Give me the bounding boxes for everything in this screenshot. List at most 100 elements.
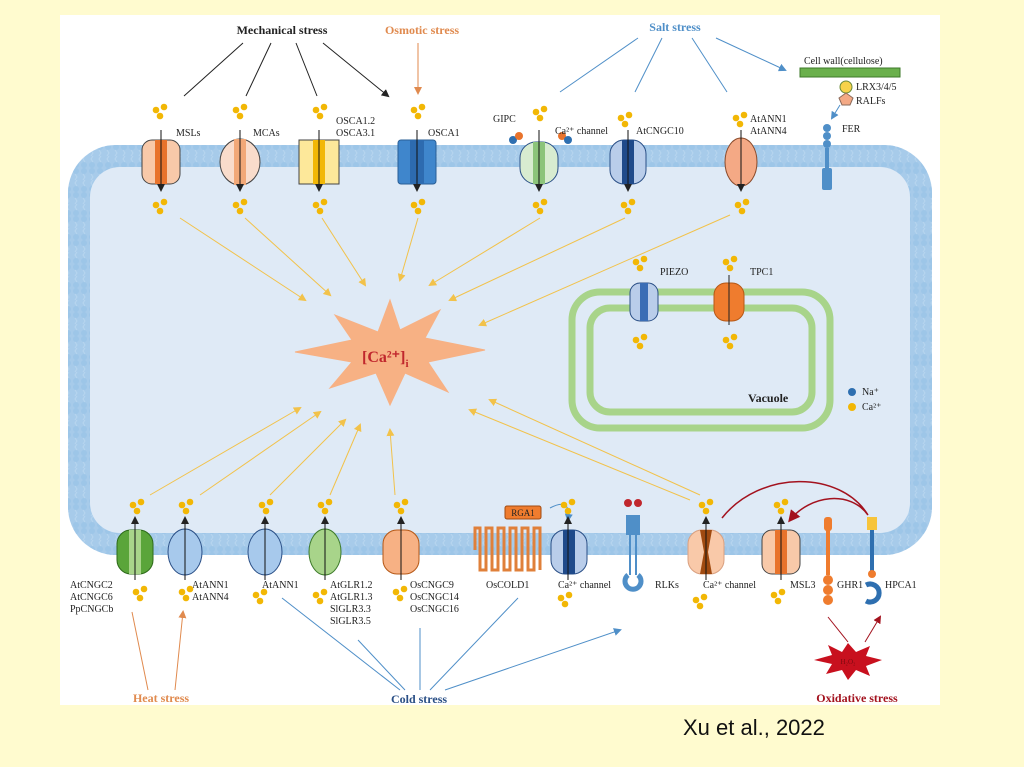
calcium-ion (560, 501, 568, 509)
atglr-channel (308, 516, 342, 580)
calcium-ion (532, 201, 540, 209)
oscngc9-label: OsCNGC9 (410, 580, 454, 591)
fer-receptor (822, 124, 832, 190)
calcium-ion (692, 596, 700, 604)
influx-arrow (179, 217, 307, 302)
calcium-ion (152, 106, 160, 114)
atcngc2-channel (116, 516, 154, 580)
salt-stress-label: Salt stress (649, 20, 701, 34)
vacuole (568, 288, 834, 432)
calcium-ion (186, 498, 194, 506)
calcium-ion (258, 501, 266, 509)
atglr12-label: AtGLR1.2 (330, 580, 373, 591)
influx-arrow (149, 406, 302, 496)
rlks-receptor (622, 499, 644, 592)
heat-stress-label: Heat stress (133, 691, 189, 705)
atann1-cold-channel (247, 516, 283, 580)
calcium-ion (320, 198, 328, 206)
calcium-ion (136, 594, 144, 602)
atcngc10-channel (609, 130, 647, 192)
calcium-ion (410, 201, 418, 209)
calcium-ion (133, 507, 141, 515)
calcium-legend-marker (848, 403, 856, 411)
atann4-top-label: AtANN4 (750, 126, 787, 137)
influx-arrow (244, 217, 332, 297)
sodium-legend-label: Na⁺ (862, 387, 879, 398)
influx-arrow (428, 217, 541, 287)
calcium-ion (738, 207, 746, 215)
calcium-ion (736, 120, 744, 128)
calcium-signaling-diagram: Mechanical stress Osmotic stress Salt st… (68, 20, 932, 706)
ca-channel-cold-label: Ca²⁺ channel (558, 580, 611, 591)
calcium-ion (160, 103, 168, 111)
ca-channel-oxidative-label: Ca²⁺ channel (703, 580, 756, 591)
calcium-ion (397, 507, 405, 515)
hpca1-label: HPCA1 (885, 580, 917, 591)
gipc-label: GIPC (493, 114, 516, 125)
calcium-ion (316, 112, 324, 120)
figure: Mechanical stress Osmotic stress Salt st… (60, 15, 940, 706)
calcium-ion (232, 106, 240, 114)
ghr1-label: GHR1 (837, 580, 863, 591)
calcium-ion (401, 498, 409, 506)
calcium-ion (232, 201, 240, 209)
calcium-ion (182, 594, 190, 602)
sodium-legend-marker (848, 388, 856, 396)
calcium-ion (152, 201, 160, 209)
calcium-ion (312, 591, 320, 599)
ralfs-label: RALFs (856, 96, 886, 107)
calcium-ion (186, 585, 194, 593)
rlks-label: RLKs (655, 580, 679, 591)
calcium-ion (778, 588, 786, 596)
ca-channel-cold (550, 516, 588, 580)
calcium-ion (722, 336, 730, 344)
calcium-ion (320, 103, 328, 111)
h2o2-burst: H₂O₂ (814, 643, 882, 680)
calcium-ion (774, 597, 782, 605)
calcium-ion (325, 498, 333, 506)
calcium-ion (137, 498, 145, 506)
mcas-channel (219, 130, 261, 192)
msls-label: MSLs (176, 128, 201, 139)
cytoplasm (90, 167, 910, 533)
calcium-ion (628, 198, 636, 206)
atann4-heat-label: AtANN4 (192, 592, 229, 603)
atann1-cold-label: AtANN1 (262, 580, 299, 591)
calcium-ion (624, 207, 632, 215)
ghr1-receptor (823, 517, 833, 605)
osca31-label: OSCA3.1 (336, 128, 375, 139)
calcium-ion (320, 588, 328, 596)
calcium-ion (777, 507, 785, 515)
oscngc16-label: OsCNGC16 (410, 604, 459, 615)
calcium-ion (316, 207, 324, 215)
calcium-ion (696, 602, 704, 610)
h2o2-label: H₂O₂ (841, 658, 857, 666)
lrx-label: LRX3/4/5 (856, 82, 897, 93)
calcium-ion (400, 585, 408, 593)
calcium-ion (568, 498, 576, 506)
atcngc2-label: AtCNGC2 (70, 580, 113, 591)
atglr13-label: AtGLR1.3 (330, 592, 373, 603)
calcium-ion (236, 112, 244, 120)
calcium-ion (730, 333, 738, 341)
rga1-protein: RGA1 (504, 505, 542, 520)
calcium-ion (773, 501, 781, 509)
calcium-ion (262, 507, 270, 515)
calcium-ion (640, 333, 648, 341)
msls-channel (141, 130, 181, 192)
calcium-ion (565, 591, 573, 599)
osca12-label: OSCA1.2 (336, 116, 375, 127)
piezo-label: PIEZO (660, 267, 688, 278)
calcium-ion (410, 106, 418, 114)
cold-stress-label: Cold stress (391, 692, 447, 705)
oscngc-channel (382, 516, 420, 580)
calcium-ion (392, 588, 400, 596)
calcium-ion (726, 264, 734, 272)
oscold1-protein (473, 526, 542, 572)
calcium-ion (540, 198, 548, 206)
calcium-ion (726, 342, 734, 350)
calcium-ion (260, 588, 268, 596)
calcium-ion (140, 585, 148, 593)
calcium-ion (414, 112, 422, 120)
calcium-ion (536, 207, 544, 215)
